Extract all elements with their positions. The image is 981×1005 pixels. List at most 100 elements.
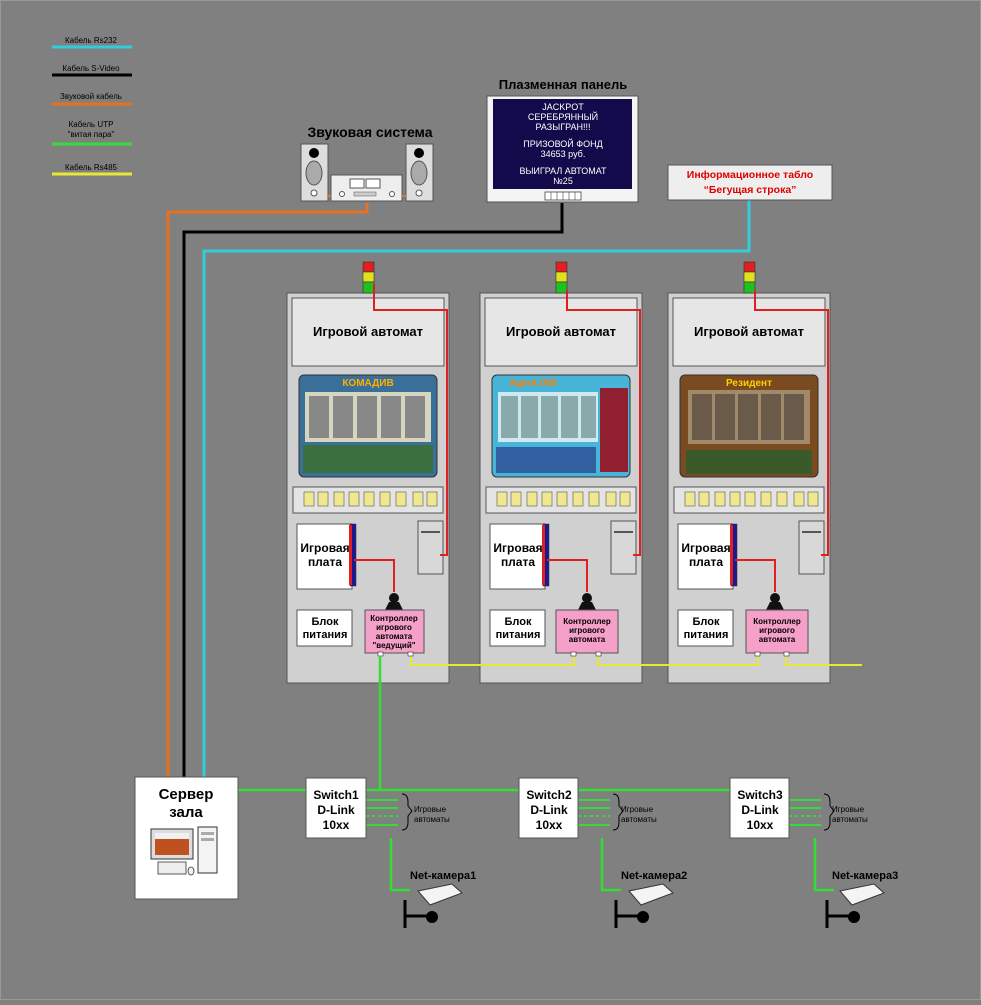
plasma-line-1: JACKPOT — [542, 102, 584, 112]
switch-2: Switch2 D-Link 10xx Игровые автоматы — [518, 777, 657, 839]
switch-note: Игровые — [621, 805, 654, 814]
server-cables — [166, 200, 751, 778]
controller-label-2: игрового — [376, 623, 412, 632]
camera-icon — [614, 883, 674, 928]
bill-acceptor-icon — [417, 520, 444, 575]
switch-label: Switch3 — [737, 788, 783, 802]
controller-label-2: игрового — [569, 626, 605, 635]
controller-box — [555, 609, 619, 654]
computer-icon — [150, 826, 218, 876]
controller-label-3: автомата — [759, 635, 796, 644]
machine-title: Игровой автомат — [506, 324, 616, 339]
game-board-label: Игровая — [681, 541, 730, 555]
machine-title: Игровой автомат — [694, 324, 804, 339]
switch-note-2: автоматы — [621, 815, 657, 824]
plasma-line-3: РАЗЫГРАН!!! — [536, 122, 591, 132]
legend: Кабель Rs232 Кабель S-Video Звуковой каб… — [52, 36, 132, 176]
machine-title: Игровой автомат — [313, 324, 423, 339]
net-camera-1: Net-камера1 — [403, 870, 476, 928]
speaker-left-icon — [300, 143, 329, 202]
legend-label-audio: Звуковой кабель — [60, 92, 122, 101]
slot-screen: КОМАДИВ — [298, 374, 438, 478]
camera-label: Net-камера3 — [832, 870, 898, 882]
net-camera-3: Net-камера3 — [825, 870, 898, 928]
speaker-right-icon — [405, 143, 434, 202]
rs232-cable — [202, 200, 751, 778]
plasma-panel: Плазменная панель JACKPOT СЕРЕБРЯННЫЙ РА… — [486, 77, 639, 203]
info-board-line-1: Информационное табло — [687, 169, 813, 181]
rs485-bus — [410, 656, 862, 666]
game-board-label-2: плата — [689, 555, 723, 569]
camera-label: Net-камера2 — [621, 870, 687, 882]
legend-item-svideo: Кабель S-Video — [52, 64, 132, 77]
controller-label-4: "ведущий" — [372, 641, 415, 650]
camera-icon — [403, 883, 463, 928]
psu-label: Блок — [693, 616, 720, 628]
controller-label-2: игрового — [759, 626, 795, 635]
legend-item-audio: Звуковой кабель — [52, 92, 132, 106]
game-board-label: Игровая — [493, 541, 542, 555]
psu-label: Блок — [312, 616, 339, 628]
game-board-label-2: плата — [308, 555, 342, 569]
plasma-screen — [493, 99, 632, 189]
plasma-line-7: №25 — [553, 176, 573, 186]
bill-acceptor-icon — [610, 520, 637, 575]
legend-label-utp: Кабель UTP — [69, 120, 114, 129]
switch-label-2: D-Link — [530, 803, 568, 817]
psu-label-2: питания — [496, 629, 541, 641]
slot-game-name: КОМАДИВ — [342, 378, 393, 389]
switch-3: Switch3 D-Link 10xx Игровые автоматы — [729, 777, 868, 839]
sound-system: Звуковая система — [300, 124, 434, 202]
controller-label: Контроллер — [370, 614, 418, 623]
switch-label-3: 10xx — [323, 818, 350, 832]
controller-label-3: автомата — [376, 632, 413, 641]
amplifier-icon — [330, 174, 403, 202]
legend-label-svideo: Кабель S-Video — [62, 64, 120, 73]
game-machine-2: Игровой автомат Agent 000 Игровая плата — [479, 261, 643, 684]
switch-note: Игровые — [414, 805, 447, 814]
legend-item-utp: Кабель UTP "витая пара" — [52, 120, 132, 146]
game-board-label-2: плата — [501, 555, 535, 569]
camera-icon — [825, 883, 885, 928]
controller-label: Контроллер — [753, 617, 801, 626]
legend-item-rs232: Кабель Rs232 — [52, 36, 132, 49]
sound-system-title: Звуковая система — [307, 124, 432, 140]
controller-box — [364, 609, 425, 654]
info-board: Информационное табло “Бегущая строка” — [667, 164, 833, 201]
switch-label: Switch1 — [313, 788, 359, 802]
legend-label-rs232: Кабель Rs232 — [65, 36, 118, 45]
button-panel — [485, 486, 637, 514]
server-label: Сервер — [159, 786, 214, 803]
signal-tower-icon — [555, 261, 568, 294]
signal-tower-icon — [362, 261, 375, 294]
switch-1: Switch1 D-Link 10xx Игровые автоматы — [305, 777, 450, 839]
game-board-label: Игровая — [300, 541, 349, 555]
switch-note-2: автоматы — [414, 815, 450, 824]
hall-server: Сервер зала — [134, 776, 239, 900]
game-machine-1: Игровой автомат КОМАДИВ Игровая плата — [286, 261, 450, 684]
connector-icon — [766, 602, 784, 610]
bill-acceptor-icon — [798, 520, 825, 575]
net-camera-2: Net-камера2 — [614, 870, 687, 928]
connector-icon — [385, 602, 403, 610]
plasma-line-2: СЕРЕБРЯННЫЙ — [528, 111, 598, 122]
plasma-line-4: ПРИЗОВОЙ ФОНД — [523, 138, 602, 149]
plasma-title: Плазменная панель — [499, 77, 628, 92]
switch-note-2: автоматы — [832, 815, 868, 824]
legend-label-rs485: Кабель Rs485 — [65, 163, 118, 172]
svideo-cable — [182, 203, 564, 778]
connector-icon — [578, 602, 596, 610]
controller-label: Контроллер — [563, 617, 611, 626]
switch-label-2: D-Link — [317, 803, 355, 817]
info-board-line-2: “Бегущая строка” — [704, 184, 797, 196]
legend-item-rs485: Кабель Rs485 — [52, 163, 132, 176]
psu-label: Блок — [505, 616, 532, 628]
switch-port-lines — [366, 799, 821, 826]
slot-screen: Резидент — [679, 374, 819, 478]
button-panel — [673, 486, 825, 514]
server-label-2: зала — [169, 804, 203, 821]
switch-label-3: 10xx — [747, 818, 774, 832]
switch-note: Игровые — [832, 805, 865, 814]
